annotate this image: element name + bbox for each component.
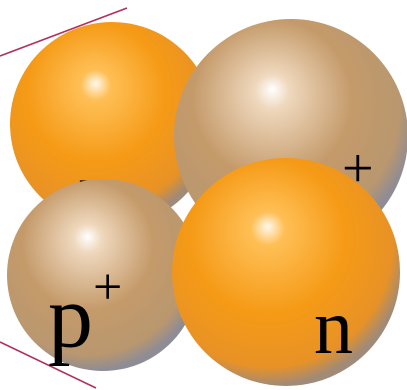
top-left-line [0, 7, 128, 57]
proton-front-left: p+ [7, 179, 199, 371]
neutron-front-right: n [172, 158, 400, 386]
proton-sphere [7, 179, 199, 371]
neutron-label: n [314, 283, 353, 370]
bottom-left-line [0, 341, 97, 389]
proton-superscript: + [93, 259, 122, 316]
proton-label: p+ [48, 259, 122, 367]
neutron-sphere [10, 22, 214, 226]
neutron-sphere [172, 158, 400, 386]
